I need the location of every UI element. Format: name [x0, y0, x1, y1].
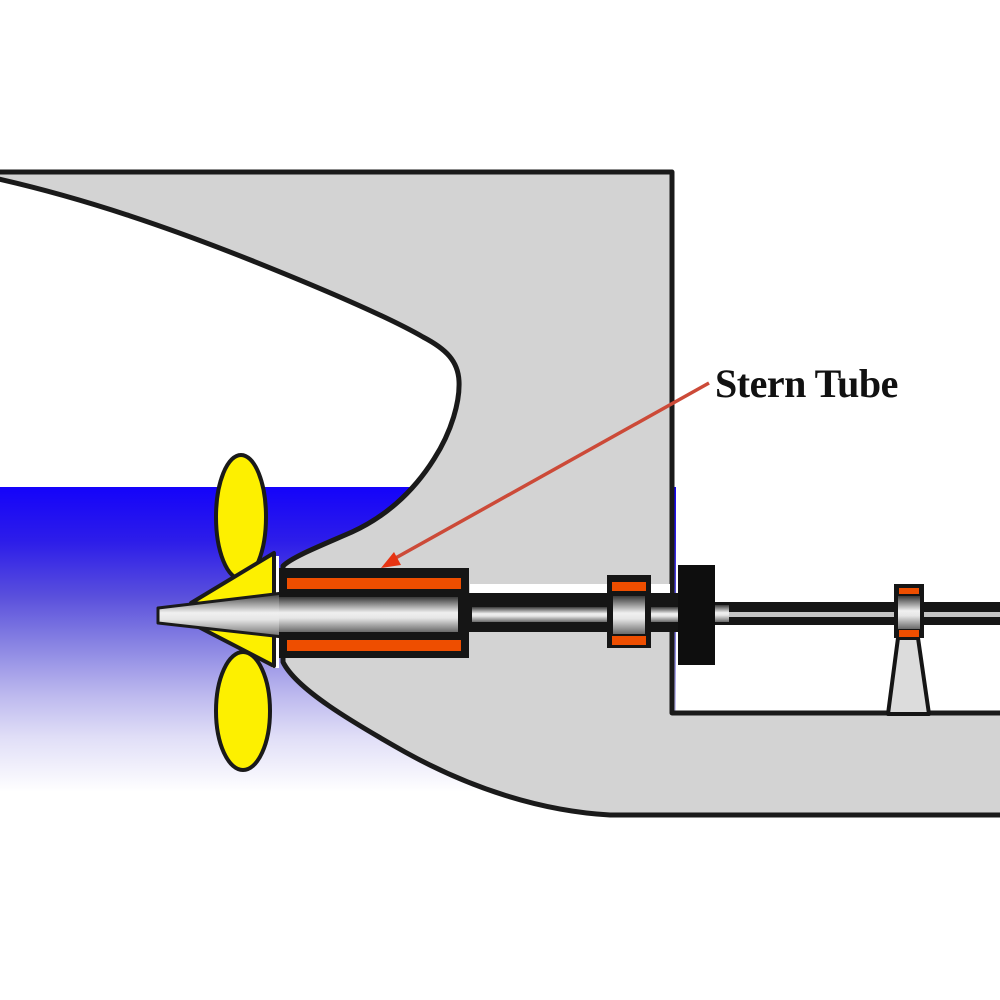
aft-shaft-centerline	[729, 612, 1000, 617]
stern-tube-aft-bearing	[607, 575, 651, 648]
stern-tube-seal-top	[287, 578, 461, 589]
propeller	[156, 453, 285, 772]
arrowhead-icon	[381, 552, 401, 568]
stern-tube	[279, 568, 469, 658]
intermediate-bearing-seal-bottom	[899, 630, 919, 637]
propeller-blade-bottom	[214, 650, 272, 772]
intermediate-bearing-core	[898, 596, 920, 629]
hull	[0, 169, 1000, 818]
aft-bearing-seal-top	[612, 582, 646, 591]
intermediate-bearing	[894, 584, 924, 638]
flange-aft-stub	[715, 605, 729, 622]
intermediate-bearing-seal-top	[899, 588, 919, 594]
stern-tube-label: Stern Tube	[715, 361, 898, 406]
aft-bearing-seal-bottom	[612, 636, 646, 645]
arrow-line	[391, 381, 710, 562]
stern-tube-seal-bottom	[287, 640, 461, 651]
bearing-pedestal	[886, 636, 931, 716]
stern-tube-shaft-core	[279, 597, 458, 632]
aft-shaft	[715, 602, 1000, 625]
aft-bearing-core	[613, 596, 645, 634]
shaft-clearance-strip	[470, 584, 670, 593]
annotation-arrow	[381, 381, 710, 568]
coupling-flange	[678, 565, 715, 665]
